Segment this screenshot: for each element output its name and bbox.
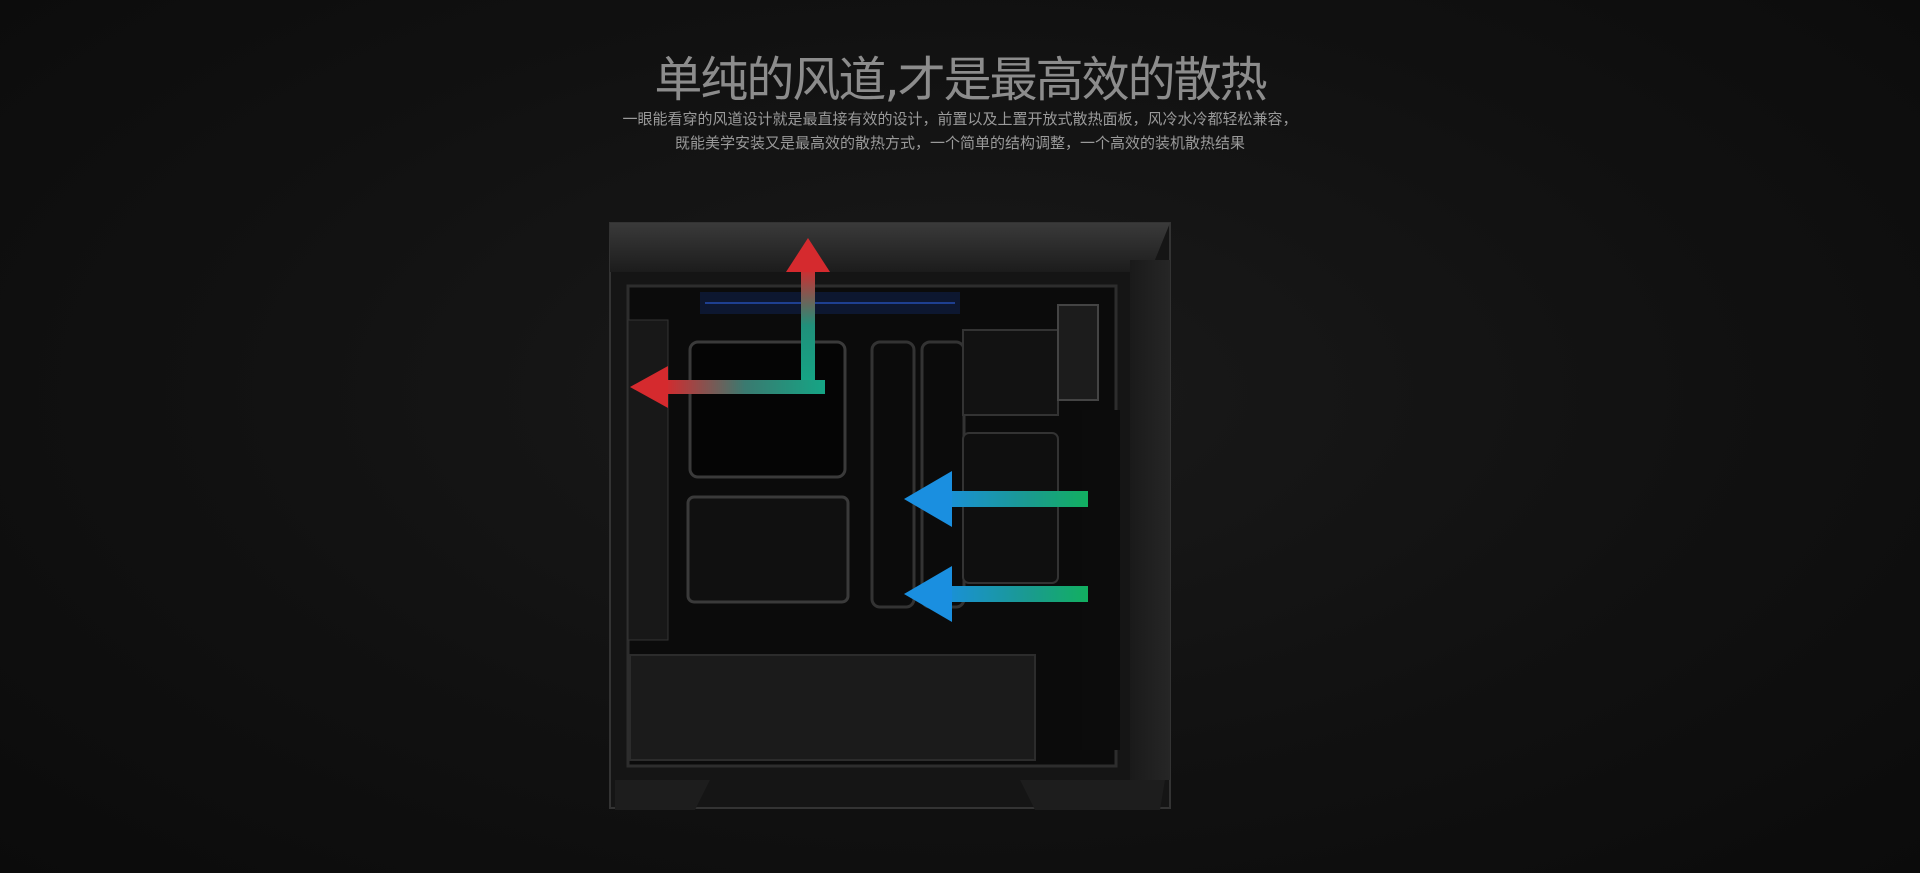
page-title: 单纯的风道,才是最高效的散热: [654, 52, 1267, 108]
intake-arrow-upper: [904, 471, 1088, 527]
subtitle-line-1: 一眼能看穿的风道设计就是最直接有效的设计，前置以及上置开放式散热面板，风冷水冷都…: [622, 110, 1298, 128]
subtitle-line-2: 既能美学安装又是最高效的散热方式，一个简单的结构调整，一个高效的装机散热结果: [674, 134, 1245, 152]
exhaust-arrow-rear: [630, 366, 825, 408]
case-body: [609, 222, 1171, 810]
intake-arrow-lower: [904, 566, 1088, 622]
exhaust-arrow-top: [786, 238, 830, 383]
